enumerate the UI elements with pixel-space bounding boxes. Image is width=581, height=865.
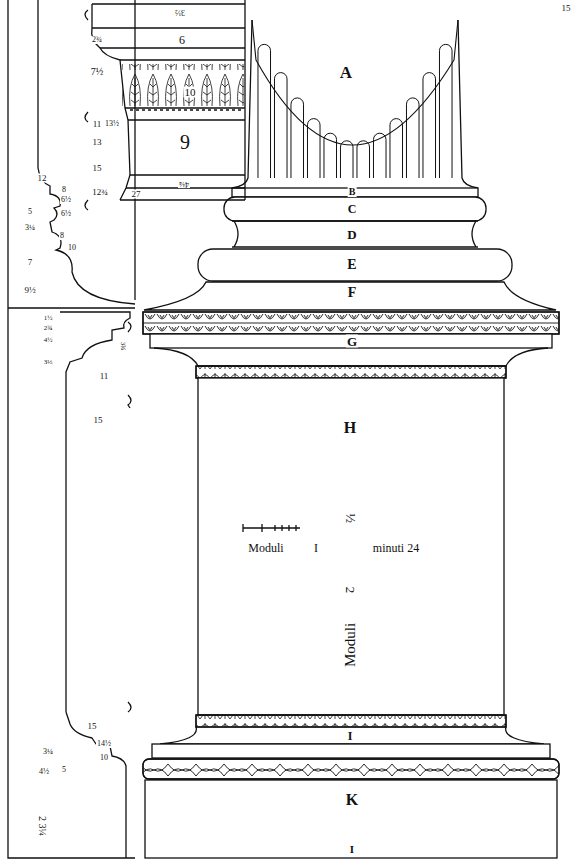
dimension: 15: [93, 416, 104, 425]
part-letter: F: [347, 286, 358, 300]
flute: [423, 73, 436, 178]
dimension: 6½: [60, 196, 72, 204]
dimension: Moduli: [343, 622, 358, 668]
dimension: 2¾: [91, 36, 103, 44]
dimension: 4½: [38, 768, 50, 776]
dimension: 10: [184, 87, 197, 98]
dimension: 4½: [43, 337, 54, 344]
part-letter: I: [347, 730, 354, 742]
flute: [274, 73, 287, 178]
flute: [291, 98, 304, 178]
dimension: 3¼: [42, 748, 54, 756]
dimension: 3¼: [24, 224, 36, 232]
flute: [307, 119, 320, 178]
dimension: 13: [92, 138, 103, 147]
part-letter: H: [343, 420, 357, 436]
scale-text: I: [313, 542, 319, 554]
part-letter: D: [346, 228, 357, 241]
dimension: 1½: [43, 315, 54, 322]
dimension: 11: [99, 372, 110, 381]
dimension: 3½: [174, 8, 186, 16]
dimension: 15: [92, 164, 103, 173]
dimension: 14½: [96, 740, 112, 748]
dimension: 6: [178, 34, 186, 46]
scale-text: minuti 24: [372, 542, 420, 554]
dimension: 5: [27, 208, 33, 216]
dimension: 3¾: [119, 341, 126, 352]
page-number: 15: [561, 4, 572, 13]
dimension: 2¾: [43, 325, 54, 332]
dimension: 12: [37, 174, 48, 183]
dimension: 10: [67, 244, 77, 252]
dimension: 11: [92, 120, 103, 129]
dimension: 10: [99, 754, 109, 762]
dimension: 7: [27, 258, 34, 267]
dimension: 7½: [90, 67, 105, 77]
part-letter: A: [339, 64, 353, 81]
dimension: 8: [59, 232, 65, 240]
dimension: 27: [131, 190, 142, 199]
dimension: ½: [344, 512, 357, 524]
flute: [324, 133, 337, 178]
part-letter: G: [346, 335, 358, 348]
flute: [357, 141, 370, 178]
dimension: 2 3¼: [37, 815, 47, 837]
part-letter: C: [347, 203, 358, 215]
dimension: 8: [61, 186, 67, 194]
dimension: 9: [179, 132, 191, 152]
dimension: 4¼: [178, 180, 190, 188]
part-letter: B: [348, 187, 357, 197]
part-letter: E: [346, 258, 357, 272]
dimension: 5: [61, 766, 67, 774]
shaft-section: [252, 20, 458, 145]
part-letter: I: [349, 844, 355, 855]
scale-text: Moduli: [247, 542, 284, 554]
dimension: 15: [87, 722, 98, 731]
dimension: 6½: [60, 210, 72, 218]
part-letter: K: [345, 792, 359, 808]
dimension: 9½: [23, 286, 36, 295]
flute: [390, 119, 403, 178]
dimension: 12¾: [91, 188, 109, 197]
flute: [340, 141, 353, 178]
flute: [258, 44, 271, 178]
dimension: 13½: [104, 120, 120, 128]
dimension: 3⅓: [43, 359, 54, 366]
dimension: 2: [344, 586, 357, 595]
flute: [439, 44, 452, 178]
